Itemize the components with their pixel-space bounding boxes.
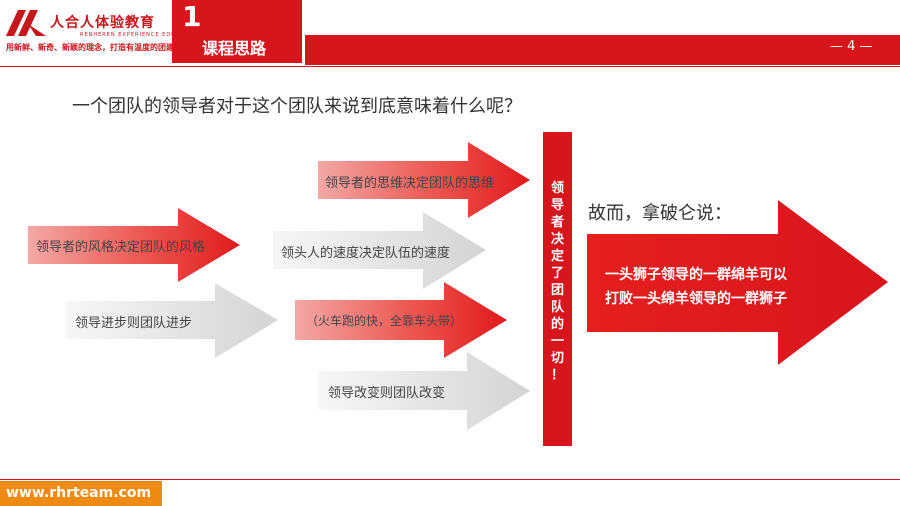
central-char: ！ [550, 368, 564, 383]
section-number: 1 [182, 0, 202, 33]
logo-subtitle: RENHEREN EXPERIENCE EDUCATION [80, 32, 201, 38]
quote-line-1: 一头狮子领导的一群绵羊可以 [605, 267, 787, 283]
header-bar [305, 35, 900, 65]
central-char: 一 [550, 334, 564, 349]
arrow-style-1 [28, 208, 240, 282]
logo-mark-icon [6, 10, 46, 36]
quote-line-2: 打败一头绵羊领导的一群狮子 [605, 291, 787, 307]
arrow-change [318, 352, 530, 430]
arrow-label: 领导进步则团队进步 [75, 316, 193, 331]
central-char: 导 [550, 198, 564, 213]
central-char: 队 [550, 300, 564, 315]
conclusion-arrow [587, 200, 888, 365]
arrow-train [295, 282, 507, 358]
central-char: 领 [550, 181, 564, 196]
central-char: 决 [550, 232, 564, 247]
logo [0, 0, 168, 58]
footer-url: www.rhrteam.com [6, 485, 152, 501]
section-title: 课程思路 [202, 39, 267, 58]
arrow-label: 领导改变则团队改变 [328, 386, 446, 401]
page-number: — 4 — [830, 39, 873, 54]
central-char: 者 [550, 215, 564, 230]
section-box [172, 0, 302, 63]
slide-question: 一个团队的领导者对于这个团队来说到底意味着什么呢？ [72, 96, 522, 117]
arrow-thinking [318, 142, 530, 218]
arrow-label: 领导者的风格决定团队的风格 [36, 240, 206, 255]
central-char: 了 [550, 266, 564, 281]
arrow-label: 领导者的思维决定团队的思维 [325, 176, 495, 191]
central-statement: 领导者决定了团队的一切 ！ [543, 180, 572, 384]
central-bar [543, 132, 572, 446]
arrow-label: 领头人的速度决定队伍的速度 [281, 246, 451, 261]
central-char: 的 [550, 317, 564, 332]
arrow-progress-1 [66, 283, 278, 358]
logo-slogan: 用新鲜、新奇、新颖的理念，打造有温度的团建 [6, 43, 174, 52]
arrow-speed [273, 212, 486, 289]
central-char: 团 [550, 283, 564, 298]
footer-url-box [0, 481, 162, 506]
central-char: 定 [550, 249, 564, 264]
central-char: 切 [550, 351, 564, 366]
header-divider [0, 66, 900, 67]
logo-name: 人合人体验教育 [50, 15, 155, 31]
arrow-label: （火车跑的快，全靠车头带） [306, 314, 463, 328]
conclusion-title: 故而，拿破仑说： [588, 203, 732, 224]
footer-divider [0, 479, 900, 480]
